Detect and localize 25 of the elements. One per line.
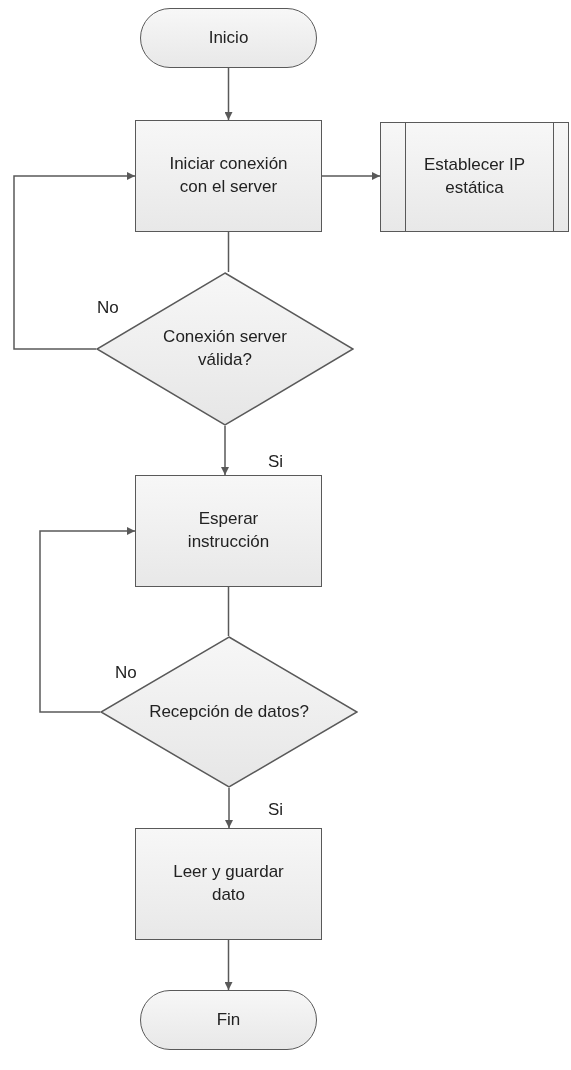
terminal-pill [140,990,317,1050]
decision-diamond [100,636,358,788]
decision-diamond [96,272,354,426]
node-label: Fin [216,1008,241,1031]
process-box [135,120,322,232]
connector-line [227,586,230,637]
node-label: Esperar instrucción [186,508,271,553]
arrow [13,172,136,350]
node-label: Establecer IP estática [422,154,527,199]
arrow [224,939,233,991]
process-box [135,475,322,587]
arrow [221,425,229,476]
subprocess-box [380,122,569,232]
arrow [224,67,233,121]
terminal-pill [140,8,317,68]
node-label: Conexión server válida? [162,326,288,371]
connector-line [227,231,230,273]
node-label: Recepción de datos? [149,700,309,723]
arrow [39,527,136,713]
process-box [135,828,322,940]
node-label: Leer y guardar dato [172,861,285,906]
arrow [225,787,233,829]
node-label: Iniciar conexión con el server [168,153,289,198]
arrow [321,172,381,180]
node-label: Inicio [208,26,249,49]
